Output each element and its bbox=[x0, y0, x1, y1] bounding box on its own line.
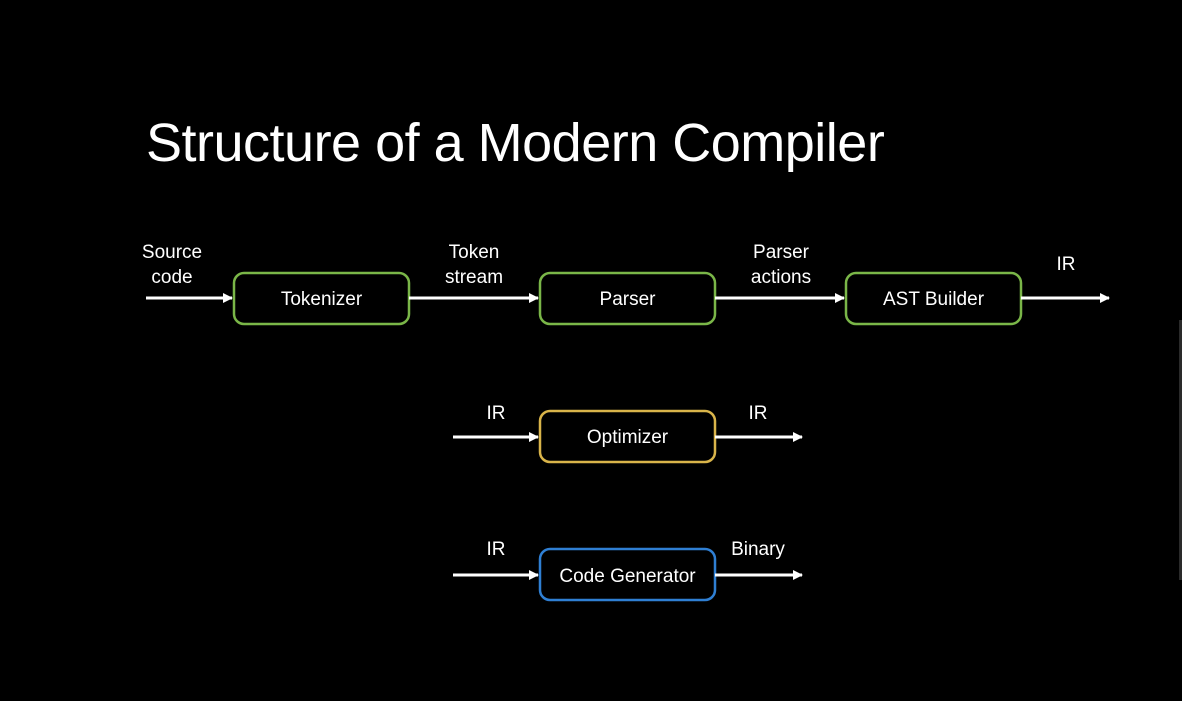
ir-output-label: IR bbox=[1057, 254, 1076, 275]
optimizer-input-label: IR bbox=[487, 403, 506, 424]
source-code-label-line2: code bbox=[151, 267, 192, 288]
slide-title: Structure of a Modern Compiler bbox=[146, 113, 885, 173]
parser-actions-label-line2: actions bbox=[751, 267, 811, 288]
tokenizer-stage-label: Tokenizer bbox=[281, 289, 363, 310]
binary-output-label: Binary bbox=[731, 539, 785, 560]
codegen-input-label: IR bbox=[487, 539, 506, 560]
token-stream-label-line2: stream bbox=[445, 267, 503, 288]
optimizer-output-label: IR bbox=[749, 403, 768, 424]
optimizer-stage-label: Optimizer bbox=[587, 427, 669, 448]
ast-builder-stage-label: AST Builder bbox=[883, 289, 985, 310]
parser-stage-label: Parser bbox=[600, 289, 657, 310]
code-generator-stage-label: Code Generator bbox=[559, 566, 696, 587]
token-stream-label-line1: Token bbox=[449, 242, 500, 263]
window-edge-divider bbox=[1179, 320, 1182, 580]
source-code-label-line1: Source bbox=[142, 242, 202, 263]
parser-actions-label-line1: Parser bbox=[753, 242, 810, 263]
